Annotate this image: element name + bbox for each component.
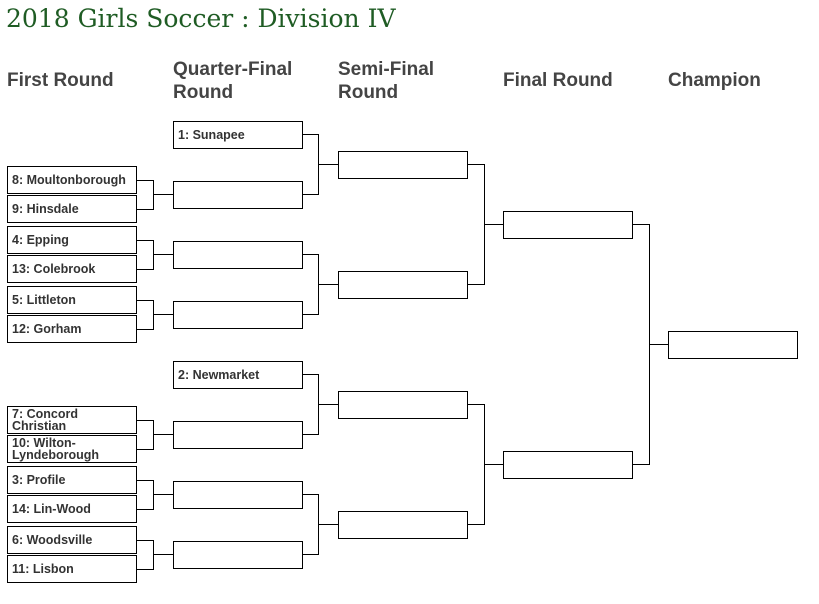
- team-label: [178, 422, 300, 448]
- team-label: [508, 452, 630, 478]
- first-round-slot: 13: Colebrook: [7, 255, 137, 283]
- team-label: [178, 542, 300, 568]
- team-label: 10: Wilton-Lyndeborough: [12, 436, 100, 462]
- first-round-slot: 5: Littleton: [7, 286, 137, 314]
- first-round-slot: 11: Lisbon: [7, 555, 137, 583]
- quarter-final-slot: [173, 181, 303, 209]
- round-heading-quarter: Quarter-Final Round: [173, 58, 292, 104]
- bracket-title: 2018 Girls Soccer : Division IV: [6, 4, 396, 33]
- team-label: [343, 392, 465, 418]
- quarter-final-slot: [173, 481, 303, 509]
- team-label: [508, 212, 630, 238]
- team-label: 7: Concord Christian: [12, 407, 78, 433]
- team-label: 3: Profile: [12, 473, 66, 487]
- team-label: 14: Lin-Wood: [12, 502, 91, 516]
- team-label: 2: Newmarket: [178, 368, 260, 382]
- quarter-final-slot-bye: 2: Newmarket: [173, 361, 303, 389]
- quarter-final-slot: [173, 541, 303, 569]
- first-round-slot: 12: Gorham: [7, 315, 137, 343]
- first-round-slot: 7: Concord Christian: [7, 406, 137, 434]
- quarter-final-slot: [173, 421, 303, 449]
- team-label: 11: Lisbon: [12, 562, 74, 576]
- first-round-slot: 9: Hinsdale: [7, 195, 137, 223]
- first-round-slot: 3: Profile: [7, 466, 137, 494]
- team-label: 4: Epping: [12, 233, 69, 247]
- round-heading-final: Final Round: [503, 70, 613, 91]
- first-round-slot: 10: Wilton-Lyndeborough: [7, 435, 137, 463]
- team-label: [178, 302, 300, 328]
- semi-final-slot: [338, 271, 468, 299]
- team-label: [178, 482, 300, 508]
- round-heading-quarter-line1: Quarter-Final: [173, 59, 293, 80]
- round-heading-first: First Round: [7, 70, 114, 91]
- semi-final-slot: [338, 511, 468, 539]
- team-label: [343, 152, 465, 178]
- team-label: [673, 332, 795, 358]
- team-label: [178, 242, 300, 268]
- round-heading-champion: Champion: [668, 70, 761, 91]
- semi-final-slot: [338, 151, 468, 179]
- quarter-final-slot-bye: 1: Sunapee: [173, 121, 303, 149]
- first-round-slot: 8: Moultonborough: [7, 166, 137, 194]
- team-label: 5: Littleton: [12, 293, 76, 307]
- round-heading-semi-line2: Round: [338, 82, 399, 103]
- round-heading-quarter-line2: Round: [173, 82, 234, 103]
- first-round-slot: 4: Epping: [7, 226, 137, 254]
- team-label: 13: Colebrook: [12, 262, 96, 276]
- champion-slot: [668, 331, 798, 359]
- final-round-slot: [503, 211, 633, 239]
- team-label: 9: Hinsdale: [12, 202, 79, 216]
- team-label: 8: Moultonborough: [12, 173, 126, 187]
- round-heading-semi-line1: Semi-Final: [338, 59, 435, 80]
- first-round-slot: 6: Woodsville: [7, 526, 137, 554]
- final-round-slot: [503, 451, 633, 479]
- team-label: [343, 272, 465, 298]
- quarter-final-slot: [173, 301, 303, 329]
- quarter-final-slot: [173, 241, 303, 269]
- team-label: 12: Gorham: [12, 322, 82, 336]
- team-label: [178, 182, 300, 208]
- team-label: [343, 512, 465, 538]
- round-heading-semi: Semi-Final Round: [338, 58, 434, 104]
- team-label: 1: Sunapee: [178, 128, 245, 142]
- team-label: 6: Woodsville: [12, 533, 93, 547]
- semi-final-slot: [338, 391, 468, 419]
- first-round-slot: 14: Lin-Wood: [7, 495, 137, 523]
